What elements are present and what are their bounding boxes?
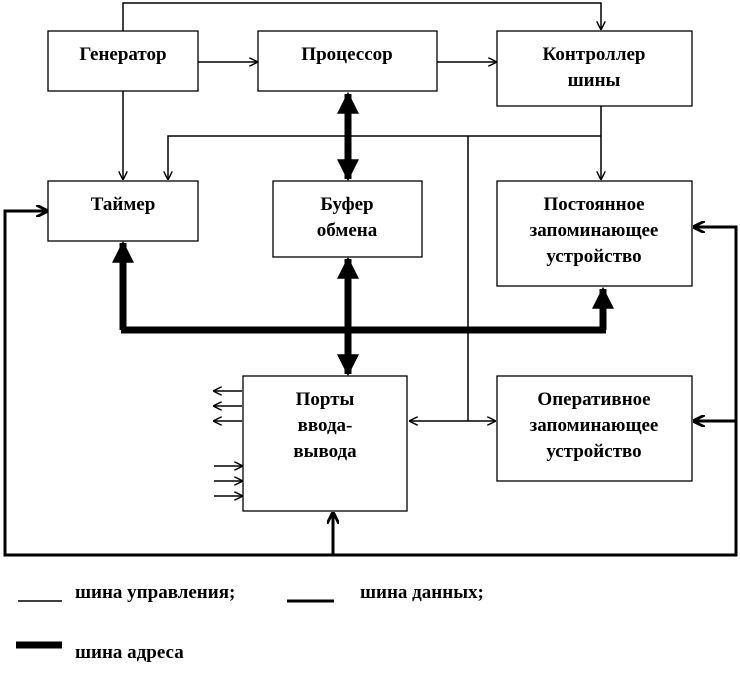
rom-label-line2: запоминающее	[530, 220, 659, 241]
legend-address-bus-label: шина адреса	[75, 642, 184, 663]
generator-label: Генератор	[79, 44, 166, 65]
exchange-buffer-block: Буфер обмена	[272, 180, 423, 258]
rom-block: Постоянное запоминающее устройство	[496, 180, 693, 287]
buffer-label-line2: обмена	[317, 220, 378, 241]
bus-controller-label-line2: шины	[568, 70, 621, 91]
io-ports-block: Порты ввода- вывода	[242, 375, 408, 512]
rom-label-line3: устройство	[546, 246, 641, 267]
timer-block: Таймер	[47, 180, 199, 242]
processor-label: Процессор	[301, 44, 392, 65]
data-bus-lines	[3, 211, 738, 557]
processor-block: Процессор	[257, 30, 438, 92]
ram-label-line3: устройство	[546, 441, 641, 462]
buffer-label-line1: Буфер	[320, 194, 373, 215]
bus-controller-block: Контроллер шины	[496, 30, 693, 107]
legend-data-bus: шина данных;	[287, 582, 484, 603]
bus-controller-label-line1: Контроллер	[543, 44, 646, 65]
ram-block: Оперативное запоминающее устройство	[496, 375, 693, 482]
io-ports-label-line1: Порты	[296, 389, 355, 410]
legend-control-bus-label: шина управления;	[75, 582, 235, 603]
legend-address-bus: шина адреса	[16, 641, 184, 663]
rom-label-line1: Постоянное	[543, 194, 644, 215]
ram-label-line1: Оперативное	[537, 389, 650, 410]
control-bus-lines	[123, 2, 601, 496]
legend: шина управления; шина данных; шина адрес…	[16, 582, 484, 663]
legend-data-bus-label: шина данных;	[360, 582, 484, 603]
ram-label-line2: запоминающее	[530, 415, 659, 436]
generator-block: Генератор	[47, 30, 199, 92]
legend-control-bus: шина управления;	[18, 582, 235, 603]
io-ports-label-line3: вывода	[293, 441, 357, 462]
address-bus-lines	[112, 91, 614, 377]
timer-label: Таймер	[91, 194, 156, 215]
io-ports-label-line2: ввода-	[298, 415, 353, 436]
